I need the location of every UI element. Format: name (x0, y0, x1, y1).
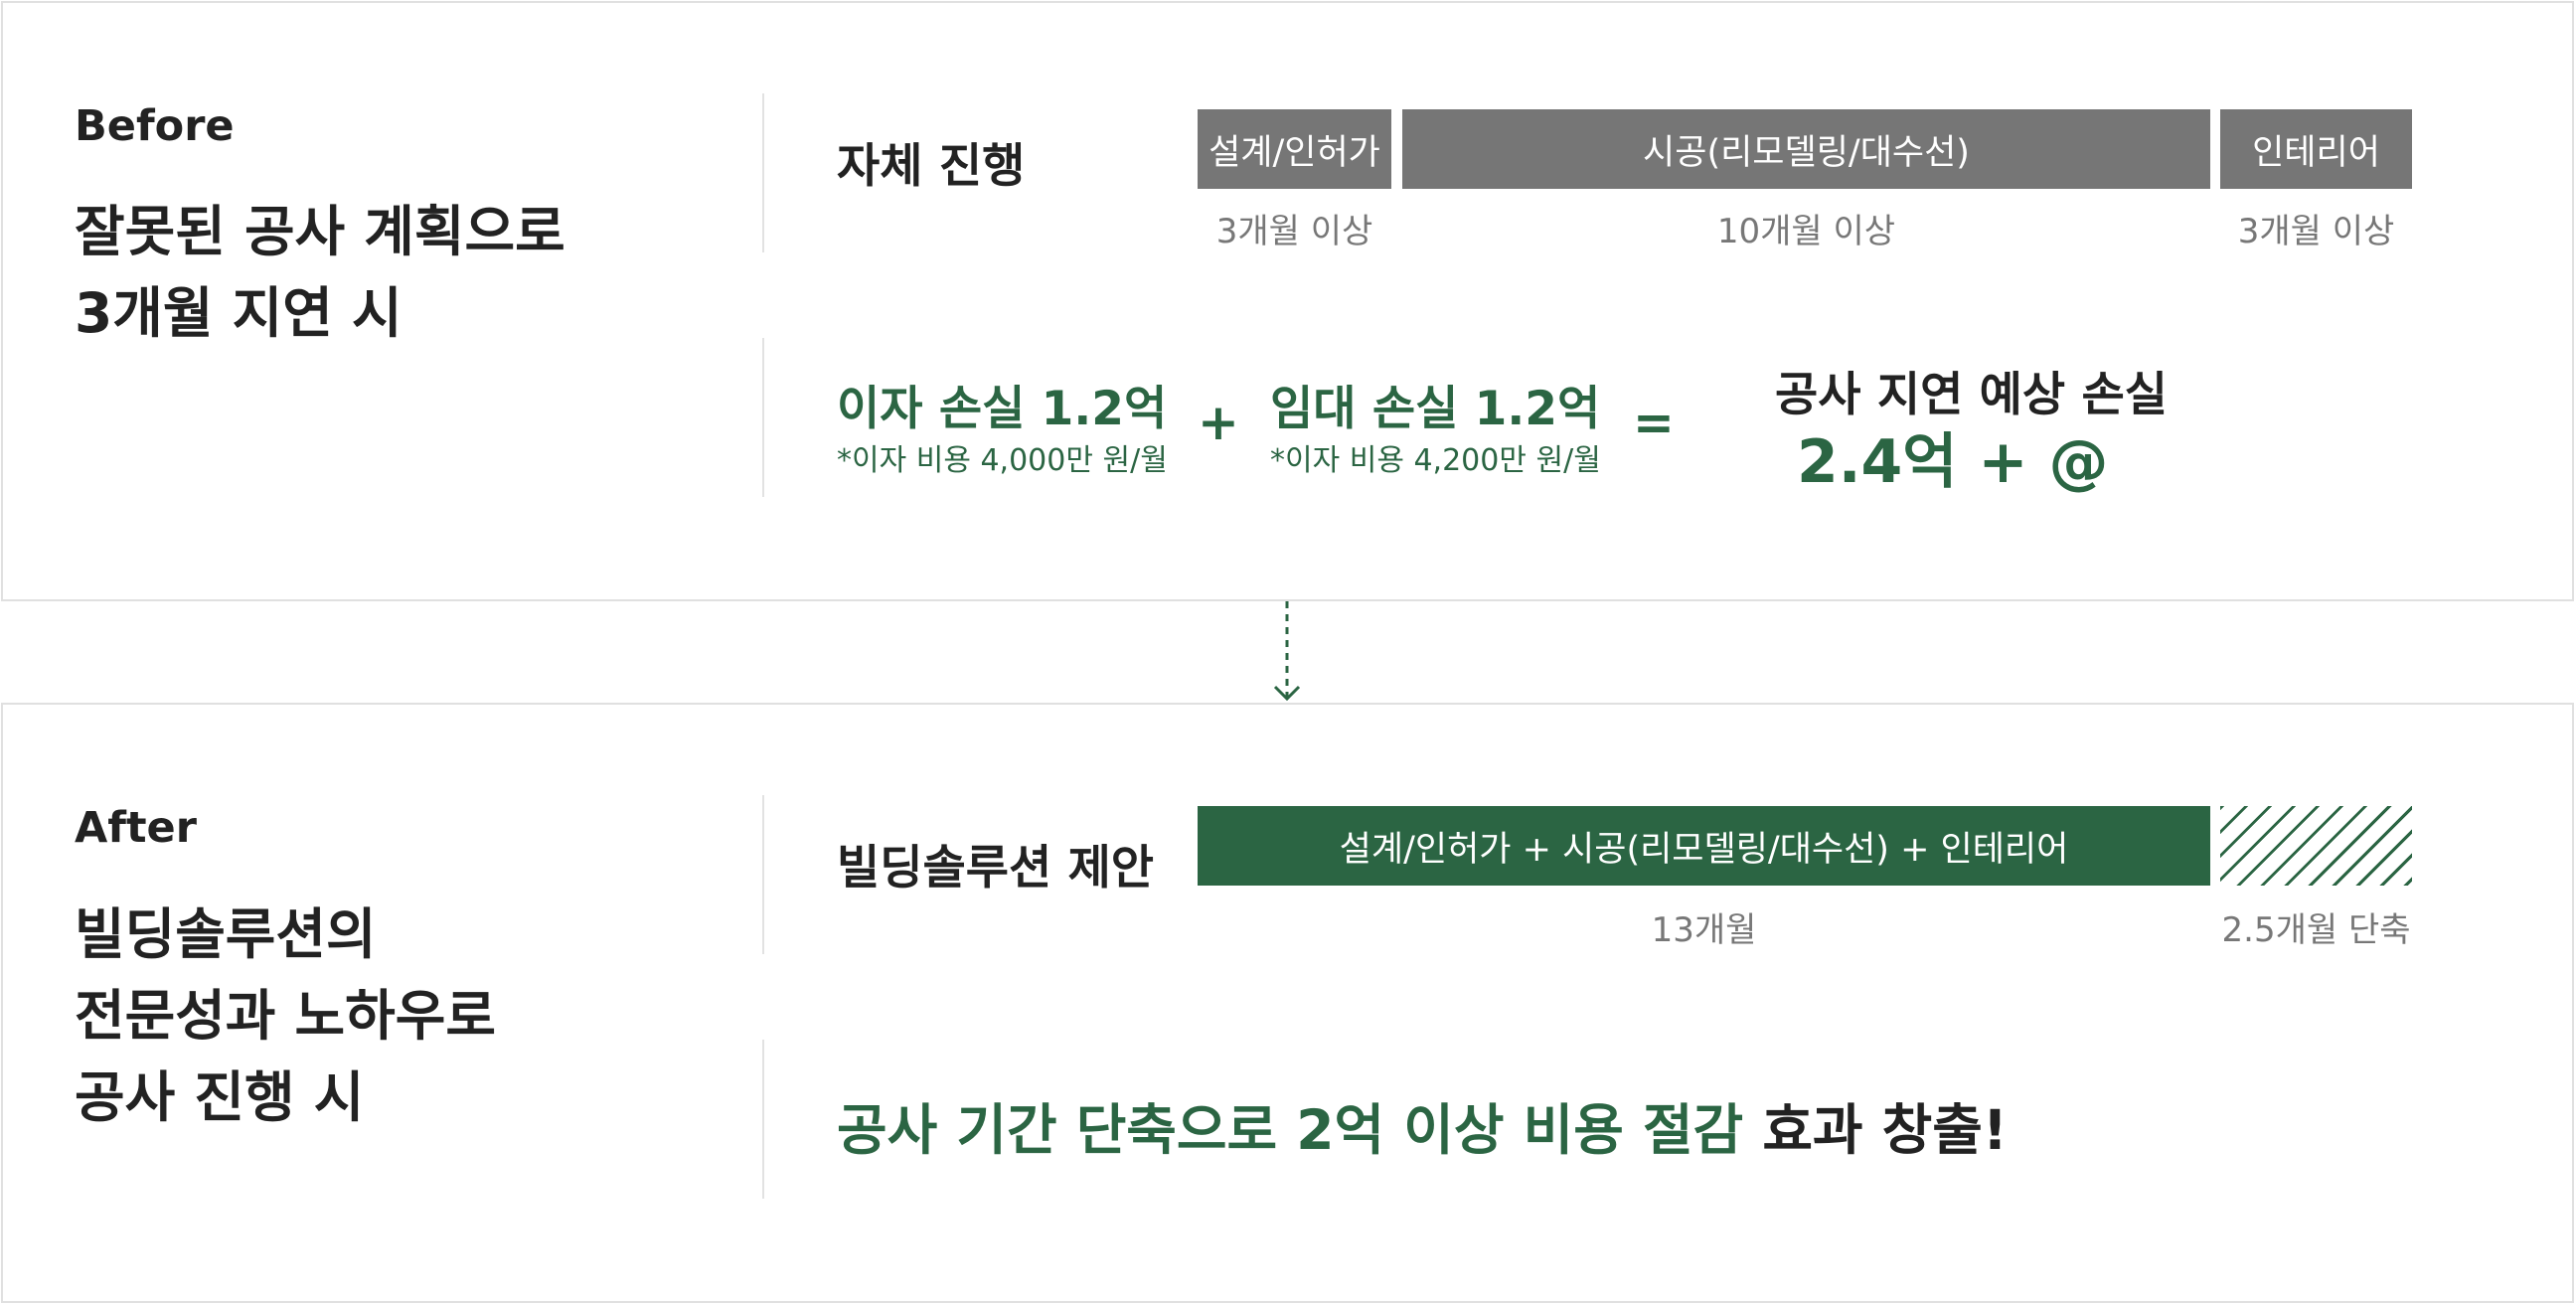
phase-duration-design: 3개월 이상 (1215, 212, 1373, 251)
before-heading-line-1: 잘못된 공사 계획으로 (75, 200, 565, 263)
conclusion-text: 공사 기간 단축으로 2억 이상 비용 절감 효과 창출! (837, 1085, 2008, 1165)
result-value: 2.4억 + @ (1797, 427, 2109, 497)
proposal-bar: 설계/인허가 + 시공(리모델링/대수선) + 인테리어 (1198, 806, 2210, 886)
equals-operator: = (1633, 394, 1675, 451)
conclusion-highlight: 공사 기간 단축으로 2억 이상 비용 절감 (837, 1098, 1744, 1162)
interest-loss-note: *이자 비용 4,000만 원/월 (837, 443, 1168, 478)
before-heading: 잘못된 공사 계획으로 3개월 지연 시 (75, 191, 750, 354)
phase-bar-interior: 인테리어 (2220, 109, 2412, 189)
after-heading-line-1: 빌딩솔루션의 (75, 902, 377, 966)
after-divider-top (762, 795, 764, 954)
before-panel (1, 1, 2574, 601)
phase-duration-interior: 3개월 이상 (2237, 212, 2395, 251)
down-arrow-icon (1273, 601, 1301, 702)
before-divider-top (762, 93, 764, 252)
phase-duration-construction: 10개월 이상 (1716, 212, 1896, 251)
before-tag: Before (75, 101, 235, 151)
interest-loss-title: 이자 손실 1.2억 (837, 382, 1168, 436)
after-tag: After (75, 803, 197, 853)
phase-bar-construction: 시공(리모델링/대수선) (1402, 109, 2210, 189)
after-panel (1, 703, 2574, 1303)
after-heading-line-3: 공사 진행 시 (75, 1065, 365, 1129)
before-divider-bottom (762, 338, 764, 497)
conclusion-rest: 효과 창출! (1743, 1098, 2008, 1162)
phase-bar-design: 설계/인허가 (1198, 109, 1391, 189)
proposal-duration: 13개월 (1651, 910, 1757, 950)
result-title: 공사 지연 예상 손실 (1775, 368, 2169, 422)
after-row-label: 빌딩솔루션 제안 (837, 841, 1155, 896)
rent-loss-title: 임대 손실 1.2억 (1270, 382, 1601, 436)
rent-loss-note: *이자 비용 4,200만 원/월 (1270, 443, 1601, 478)
plus-operator: + (1198, 394, 1239, 451)
before-heading-line-2: 3개월 지연 시 (75, 281, 402, 345)
after-divider-bottom (762, 1040, 764, 1199)
before-row-label: 자체 진행 (837, 139, 1026, 194)
saved-duration: 2.5개월 단축 (2221, 910, 2411, 950)
saved-time-bar (2220, 806, 2412, 886)
after-heading-line-2: 전문성과 노하우로 (75, 984, 496, 1048)
after-heading: 빌딩솔루션의 전문성과 노하우로 공사 진행 시 (75, 894, 750, 1138)
